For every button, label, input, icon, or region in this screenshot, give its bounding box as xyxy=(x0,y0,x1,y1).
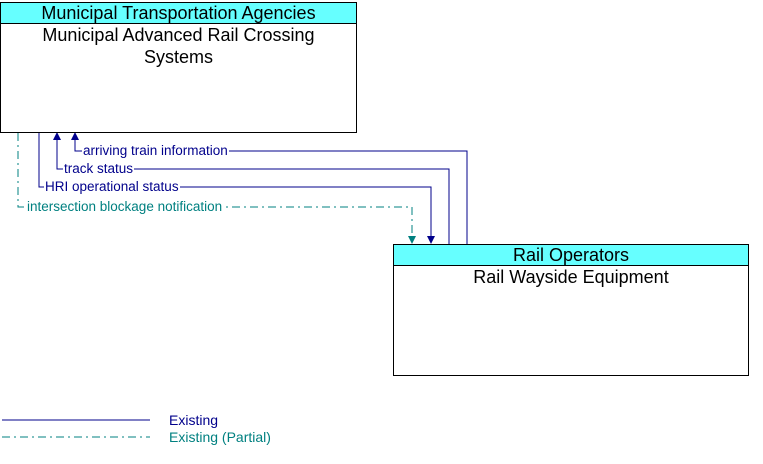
flow-label-intersection-blockage-notification[interactable]: intersection blockage notification xyxy=(26,199,224,214)
flow-label-arriving-train-information[interactable]: arriving train information xyxy=(82,143,229,158)
element-header: Municipal Transportation Agencies xyxy=(1,3,356,24)
flow-line-track-status xyxy=(53,132,450,244)
legend-label-existing-partial: Existing (Partial) xyxy=(169,429,271,445)
flow-line-arriving-train-information xyxy=(71,132,468,244)
element-title: Rail Wayside Equipment xyxy=(473,267,669,287)
element-header: Rail Operators xyxy=(394,245,748,266)
flow-label-track-status[interactable]: track status xyxy=(63,161,135,176)
element-title: Municipal Advanced Rail Crossing Systems xyxy=(42,25,315,67)
element-rail-wayside-equipment[interactable]: Rail Operators Rail Wayside Equipment xyxy=(393,244,749,376)
flow-line-hri-operational-status xyxy=(38,133,435,244)
flow-label-hri-operational-status[interactable]: HRI operational status xyxy=(44,179,180,194)
element-municipal-advanced-rail-crossing-systems[interactable]: Municipal Transportation Agencies Munici… xyxy=(0,2,357,133)
legend-label-existing: Existing xyxy=(169,412,219,428)
